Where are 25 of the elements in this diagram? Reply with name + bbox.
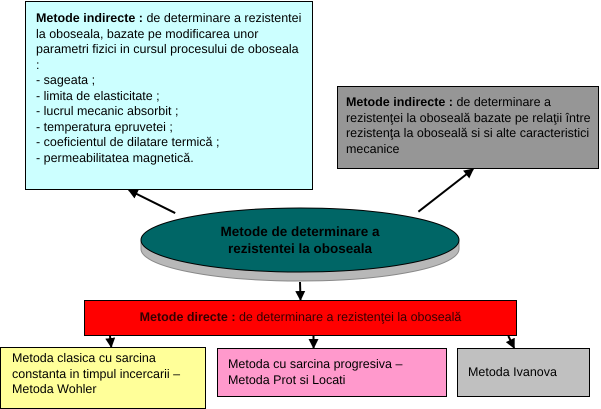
text-box xyxy=(0,347,206,409)
arrow xyxy=(295,282,306,301)
box-text: Metoda clasica cu sarcina constanta in timpul incercarii – Metoda Wohler xyxy=(12,351,182,398)
arrow xyxy=(308,336,319,349)
box-text: Metode indirecte : de determinare a rezistenţei la oboseală bazate pe relaţii între rezistenţa la oboseală si si alte caracteristici mecanice xyxy=(346,95,592,157)
list-item: - sageata ; xyxy=(36,73,96,88)
arrow xyxy=(506,336,516,349)
box-text: Metode indirecte : de determinare a rezistentei la oboseala, bazate pe modificarea unor parametri fizici in cursul procesului de oboseala : xyxy=(36,11,302,73)
list-item: - coeficientul de dilatare termică ; xyxy=(36,135,220,150)
list-item: - permeabilitatea magnetică. xyxy=(36,150,195,166)
list-item: - limita de elasticitate ; xyxy=(36,88,161,104)
arrow xyxy=(105,336,116,348)
center-title: Metode de determinare a rezistentei la oboseala xyxy=(219,223,381,257)
list-item: - temperatura epruvetei ; xyxy=(36,120,174,135)
category-bar xyxy=(84,300,517,336)
text-box xyxy=(457,348,590,397)
text-box xyxy=(337,86,599,169)
box-text: Metoda Ivanova xyxy=(468,364,557,380)
box-text: Metoda cu sarcina progresiva – Metoda Prot si Locati xyxy=(228,357,404,388)
list-item: - lucrul mecanic absorbit ; xyxy=(36,104,180,120)
text-box xyxy=(25,1,313,190)
text-box xyxy=(217,348,447,397)
arrow xyxy=(418,168,474,212)
arrow xyxy=(128,189,176,214)
box-text: Metode directe : de determinare a rezistenţei la oboseală xyxy=(140,310,462,326)
